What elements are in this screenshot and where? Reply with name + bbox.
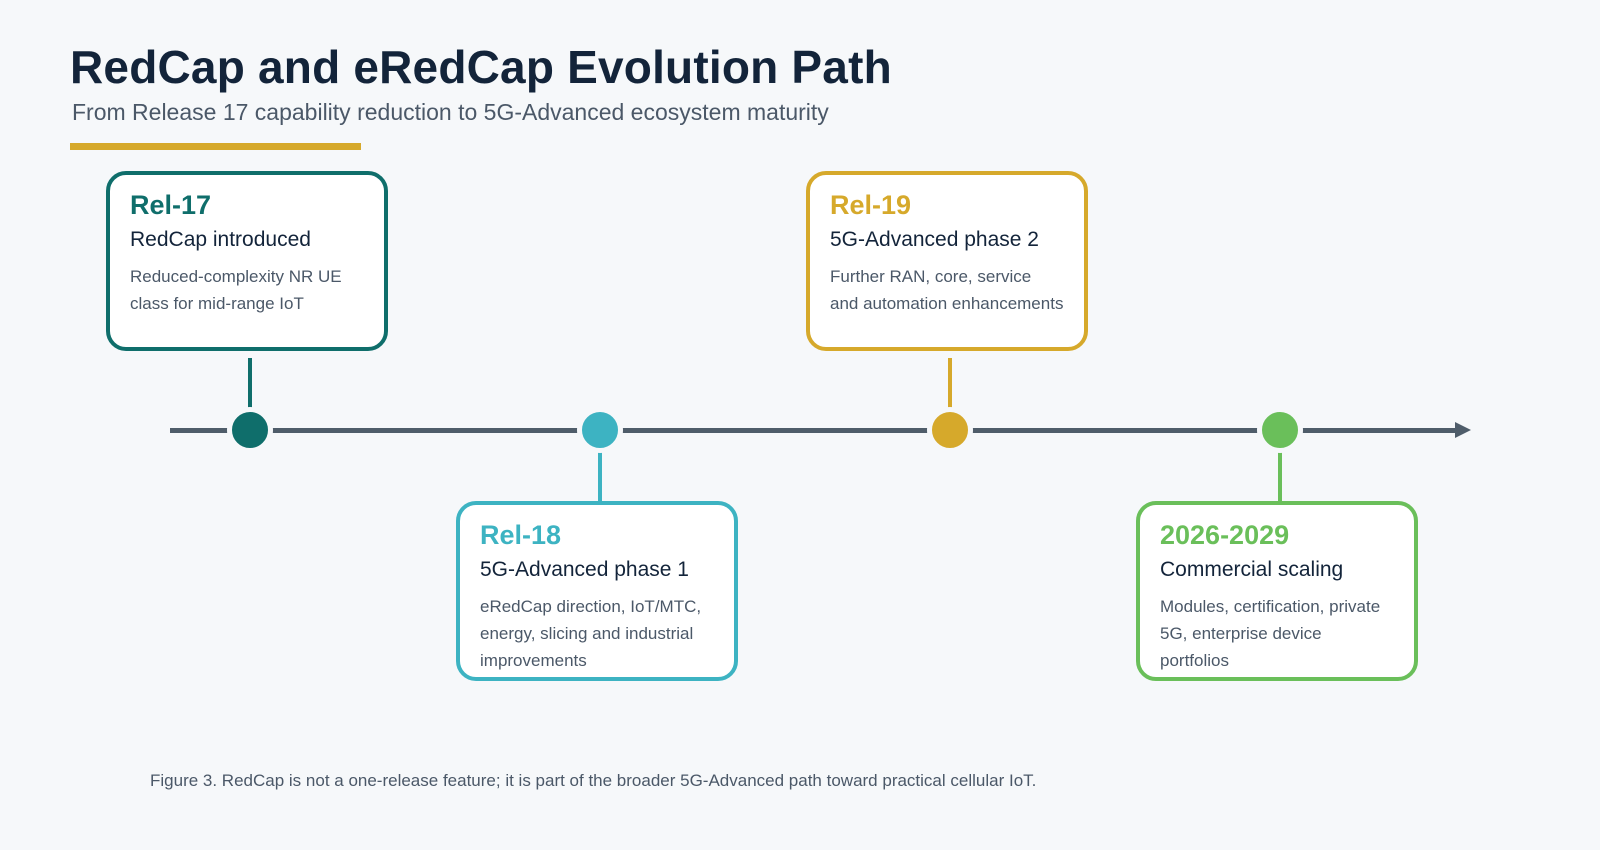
milestone-connector-rel17 <box>248 358 252 412</box>
milestone-release-label: Rel-19 <box>830 190 912 220</box>
milestone-description: Further RAN, core, service and automatio… <box>830 267 1064 313</box>
milestone-release-label: Rel-17 <box>130 190 212 220</box>
milestone-description: eRedCap direction, IoT/MTC, energy, slic… <box>480 597 702 670</box>
milestone-dot-rel19 <box>927 407 973 453</box>
milestone-connector-2026-2029 <box>1278 452 1282 502</box>
timeline-axis <box>170 428 1460 433</box>
title-accent-bar <box>70 143 361 150</box>
milestone-card-rel19: Rel-19 5G-Advanced phase 2 Further RAN, … <box>806 171 1088 351</box>
milestone-description: Modules, certification, private 5G, ente… <box>1160 597 1381 670</box>
milestone-connector-rel19 <box>948 358 952 412</box>
page-subtitle: From Release 17 capability reduction to … <box>72 99 829 125</box>
milestone-dot-rel18 <box>577 407 623 453</box>
figure-caption: Figure 3. RedCap is not a one-release fe… <box>150 771 1037 790</box>
milestone-card-rel18: Rel-18 5G-Advanced phase 1 eRedCap direc… <box>456 501 738 681</box>
milestone-dot-rel17 <box>227 407 273 453</box>
milestone-card-2026-2029: 2026-2029 Commercial scaling Modules, ce… <box>1136 501 1418 681</box>
milestone-release-label: Rel-18 <box>480 520 562 550</box>
milestone-release-label: 2026-2029 <box>1160 520 1290 550</box>
milestone-connector-rel18 <box>598 452 602 502</box>
milestone-heading: 5G-Advanced phase 1 <box>480 558 689 581</box>
milestone-heading: 5G-Advanced phase 2 <box>830 228 1039 251</box>
milestone-dot-2026-2029 <box>1257 407 1303 453</box>
milestone-heading: Commercial scaling <box>1160 558 1344 581</box>
milestone-description: Reduced-complexity NR UE class for mid-r… <box>130 267 342 313</box>
timeline-arrow-icon <box>1455 422 1471 438</box>
page-title: RedCap and eRedCap Evolution Path <box>70 41 892 93</box>
milestone-card-rel17: Rel-17 RedCap introduced Reduced-complex… <box>106 171 388 351</box>
milestone-heading: RedCap introduced <box>130 228 311 251</box>
